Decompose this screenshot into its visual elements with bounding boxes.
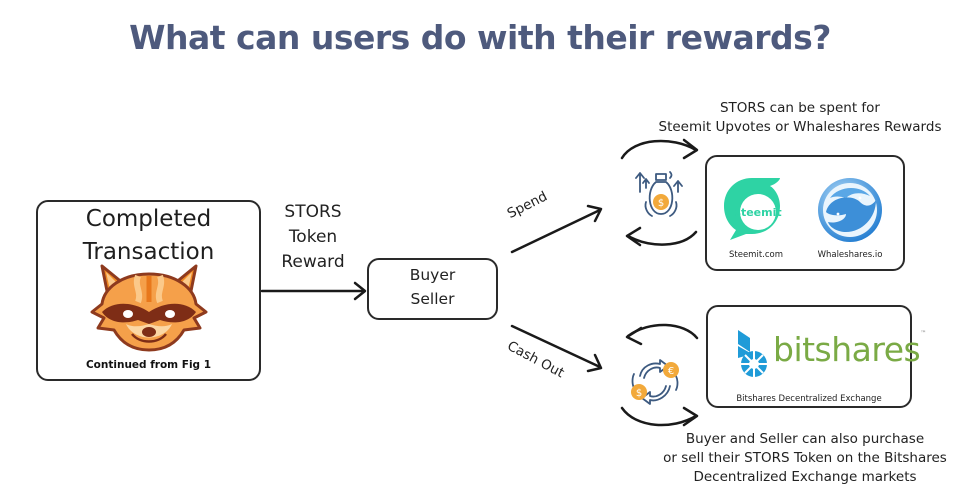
cashout-caption-line1: Buyer and Seller can also purchase <box>685 431 925 447</box>
stors-token-reward-label: STORS Token Reward <box>268 200 358 275</box>
buyer-seller-label: Buyer Seller <box>367 263 498 311</box>
continued-from-fig-note: Continued from Fig 1 <box>85 359 212 371</box>
spend-arrowhead <box>586 204 603 223</box>
cashout-caption: Buyer and Seller can also purchase or se… <box>640 430 960 487</box>
cashout-caption-line2: or sell their STORS Token on the Bitshar… <box>663 450 947 466</box>
raccoon-mascot-icon <box>90 264 208 352</box>
reward-label-line3: Reward <box>281 252 345 272</box>
cashout-cycle-arrow-bottom <box>620 406 698 427</box>
spend-caption-line1: STORS can be spent for <box>719 100 880 116</box>
currency-exchange-icon: € $ <box>631 359 679 405</box>
seller-label: Seller <box>410 290 455 308</box>
steemit-link[interactable]: Steemit.com <box>728 250 784 260</box>
svg-text:$: $ <box>658 198 664 209</box>
completed-transaction-line1: Completed <box>85 206 212 232</box>
reward-label-line2: Token <box>288 227 338 247</box>
bitshares-wordmark-text: bitshares <box>773 330 921 369</box>
cashout-cycle-arrow-top <box>626 323 699 340</box>
spend-caption-line2: Steemit Upvotes or Whaleshares Rewards <box>658 119 942 135</box>
cashout-caption-line3: Decentralized Exchange markets <box>693 469 917 485</box>
buyer-label: Buyer <box>409 266 456 284</box>
steemit-logo-icon[interactable]: steemit <box>722 176 782 242</box>
bitshares-logo-icon[interactable] <box>736 328 772 378</box>
spend-cycle-arrow-bottom <box>626 230 698 246</box>
spend-caption: STORS can be spent for Steemit Upvotes o… <box>640 99 960 137</box>
spend-cycle-arrow-top <box>620 139 698 160</box>
cash-out-arrow <box>510 324 602 369</box>
reward-arrowhead <box>353 281 367 301</box>
reward-label-line1: STORS <box>284 202 342 222</box>
page-title: What can users do with their rewards? <box>129 18 831 57</box>
svg-text:€: € <box>668 366 674 377</box>
steemit-logo-text: steemit <box>734 206 781 219</box>
whaleshares-link[interactable]: Whaleshares.io <box>817 250 883 260</box>
cash-out-arrowhead <box>586 353 603 373</box>
buyer-seller-box <box>367 258 498 320</box>
whaleshares-logo-icon[interactable] <box>816 176 884 244</box>
exchange-label: Bitshares Decentralized Exchange <box>736 394 882 404</box>
spend-arrow <box>510 208 602 254</box>
completed-transaction-title: Completed Transaction <box>36 203 261 269</box>
money-bag-growth-icon: $ <box>635 171 683 217</box>
completed-transaction-line2: Transaction <box>82 239 215 265</box>
trademark-mark: ™ <box>920 330 926 337</box>
svg-text:$: $ <box>636 388 642 399</box>
bitshares-wordmark[interactable]: bitshares™ <box>773 330 926 369</box>
